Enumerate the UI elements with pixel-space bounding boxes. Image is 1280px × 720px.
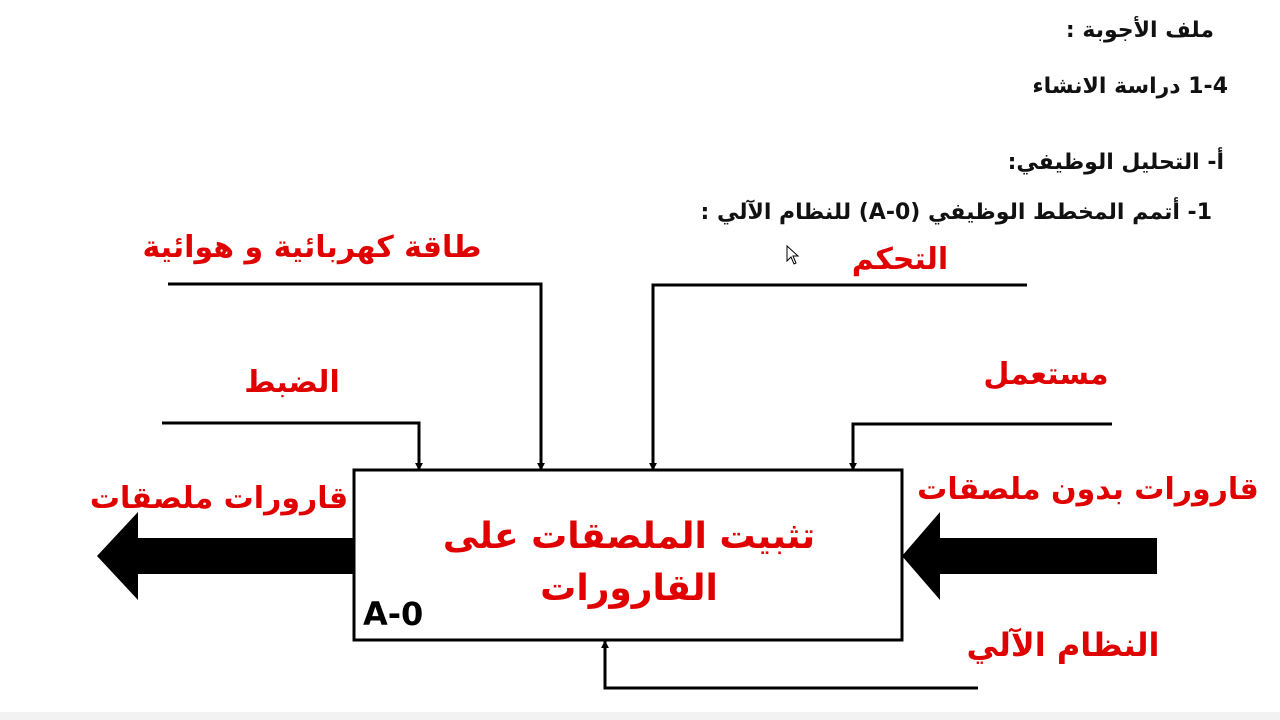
support-label: النظام الآلي — [966, 626, 1159, 664]
input-arrow — [902, 512, 1157, 600]
output-arrow — [97, 512, 354, 600]
settings-control-line — [162, 421, 423, 471]
section-heading: 1-4 دراسة الانشاء — [1032, 74, 1228, 99]
command-label: التحكم — [852, 242, 948, 277]
function-box — [352, 468, 904, 642]
function-title-line2: القارورات — [540, 568, 718, 609]
functional-analysis-heading: أ- التحليل الوظيفي: — [1007, 150, 1224, 175]
bottom-strip — [0, 712, 1280, 720]
function-title-line1: تثبيت الملصقات على — [443, 516, 815, 557]
energy-label: طاقة كهربائية و هوائية — [142, 230, 481, 265]
box-code: A-0 — [363, 595, 423, 633]
command-control-line — [649, 283, 1027, 471]
task-instruction: 1- أتمم المخطط الوظيفي (A-0) للنظام الآل… — [700, 200, 1212, 225]
input-material-label: قارورات بدون ملصقات — [917, 472, 1259, 507]
user-control-line — [849, 422, 1112, 471]
answers-file-heading: ملف الأجوبة : — [1065, 18, 1214, 43]
mouse-cursor-icon — [786, 244, 800, 265]
output-material-label: قارورات ملصقات — [90, 481, 348, 516]
energy-control-line — [168, 282, 545, 471]
user-label: مستعمل — [983, 357, 1108, 392]
settings-label: الضبط — [244, 365, 339, 400]
support-line — [601, 640, 978, 690]
